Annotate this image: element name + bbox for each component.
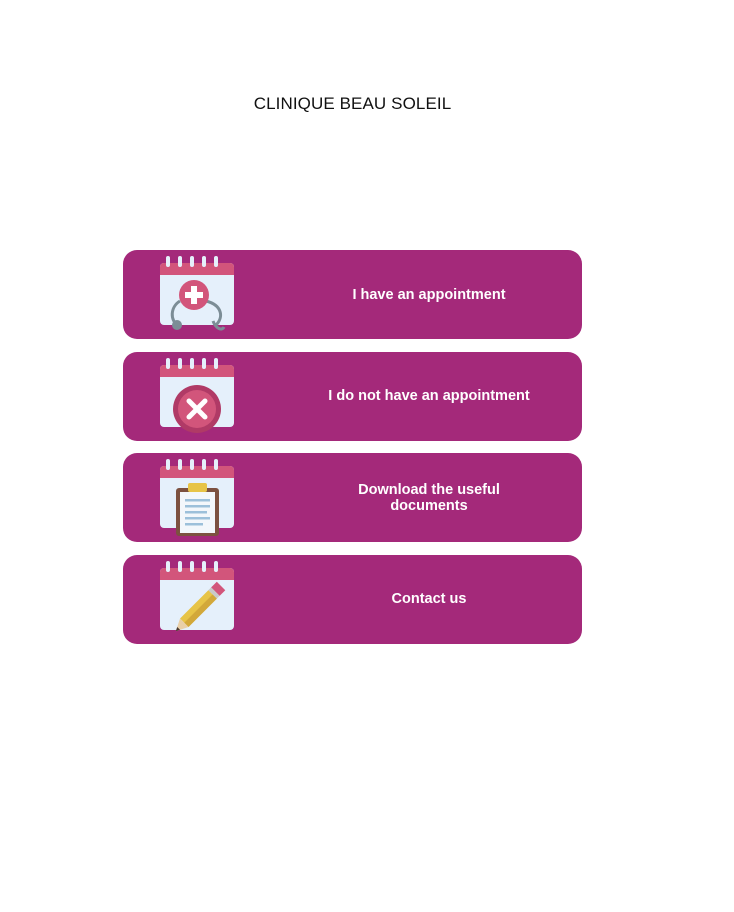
calendar-pencil-icon <box>156 560 238 640</box>
download-documents-button-label: Download the useful documents <box>358 481 500 514</box>
contact-us-button[interactable]: Contact us <box>123 554 582 644</box>
appointment-button[interactable]: I have an appointment <box>123 250 582 339</box>
calendar-cancel-icon <box>156 357 238 437</box>
main-menu: I have an appointment I do not have an a… <box>123 250 582 656</box>
page-title: CLINIQUE BEAU SOLEIL <box>253 94 452 113</box>
appointment-button-label: I have an appointment <box>352 286 506 303</box>
contact-us-button-label: Contact us <box>391 591 467 607</box>
calendar-clipboard-icon <box>156 458 238 538</box>
download-documents-button[interactable]: Download the useful documents <box>123 453 582 542</box>
no-appointment-button[interactable]: I do not have an appointment <box>123 351 582 441</box>
no-appointment-button-label: I do not have an appointment <box>328 388 530 404</box>
calendar-medical-icon <box>156 255 238 335</box>
